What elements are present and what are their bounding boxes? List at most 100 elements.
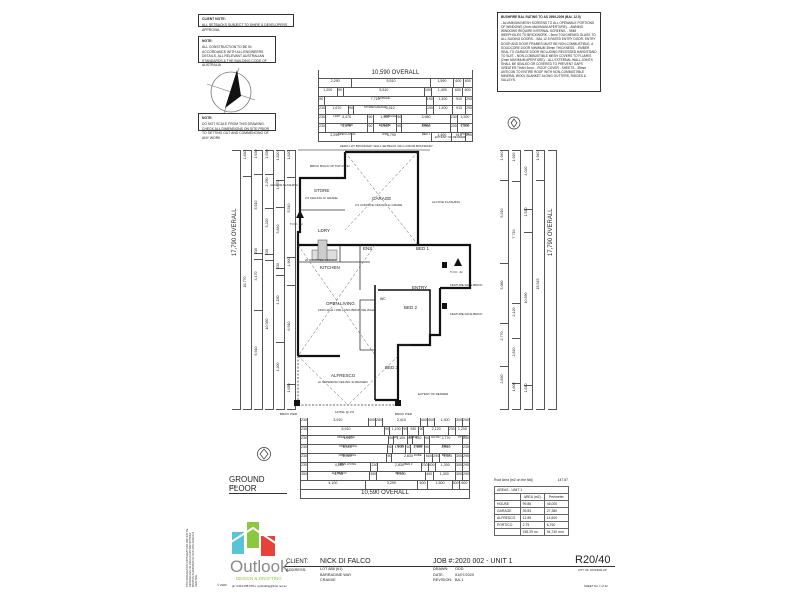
dimension-row: 10,590 OVERALL: [300, 490, 470, 499]
dimension-segment: 5,510: [351, 79, 430, 87]
alfresco-ceiling-note: 2c SUPERIOR CEILING 3c BRASED: [318, 380, 368, 384]
dimension-segment: 90: [336, 88, 343, 96]
dimension-segment: 290: [462, 472, 470, 480]
dimension-value: 1,100: [394, 445, 404, 449]
dimension-segment: 90: [386, 454, 391, 462]
room-label-laundry: LDRY: [318, 228, 330, 233]
dimension-value: 7,710: [370, 97, 380, 101]
date-label: DATE:: [433, 572, 444, 577]
dimension-room-label: OPEN LIVING: [338, 462, 357, 466]
dimension-room-label: OPEN LIVING: [338, 453, 357, 457]
dimension-value: 1,400: [438, 97, 448, 101]
dimension-room-label: LDRY: [333, 114, 341, 118]
dimension-segment: 6,910: [254, 309, 262, 410]
address: LOT 888 (#1) BARRADINE WAY CRAIGIE: [320, 567, 351, 584]
dimension-value: 930: [410, 427, 417, 431]
dimension-value: 90: [389, 436, 394, 440]
dimension-room-label: BED 2: [441, 453, 451, 457]
dimension-value: 6,910: [342, 445, 352, 449]
dimension-value: 290: [466, 133, 472, 137]
dimension-value: 190: [426, 97, 433, 101]
dimension-value: 230: [463, 436, 469, 440]
dimension-room-label: KITCHEN: [340, 123, 353, 127]
address-label: ADDRESS:: [286, 567, 307, 572]
dimension-segment: 230: [300, 454, 307, 462]
areas-cell: 14,600: [543, 514, 570, 522]
dimension-value: 90: [319, 97, 324, 101]
dimension-value: 2,290: [330, 133, 340, 137]
dimension-segment: 300: [455, 472, 462, 480]
dimension-value: 230: [450, 115, 457, 119]
dimension-segment: 90: [347, 106, 354, 114]
dimension-value: 1,300: [440, 463, 450, 467]
dimension-segment: 2,770: [500, 323, 508, 365]
compass-marker-icon: [507, 116, 521, 130]
dimension-value: 3,980: [421, 115, 431, 119]
dimension-segment: 2,410: [381, 418, 420, 426]
client-note-text: ALL SETBACKS SUBJECT TO SHIRE & DEVELOPE…: [202, 23, 288, 32]
copyright-text: THIS DOCUMENT IS COPYRIGHT AND MAY NOT B…: [186, 528, 198, 587]
dimension-value: 2,410: [396, 418, 406, 422]
dimension-value: 2,770: [441, 436, 451, 440]
dimension-value: 290: [466, 97, 472, 101]
scale-note-text: DO NOT SCALE FROM THIS DRAWING. CHECK AL…: [202, 122, 270, 140]
areas-cell: 99.86: [519, 500, 545, 508]
dimension-room-label: BED 3: [404, 462, 413, 466]
job-number: 2020 002 - UNIT 1: [455, 558, 513, 565]
dimension-segment: 1,400: [432, 97, 452, 105]
dimension-value: 2,900: [396, 472, 406, 476]
dimension-segment: 2,290: [265, 174, 273, 208]
dimension-value: 4,100: [328, 481, 338, 485]
bushfire-note-text: - ALUMINIUM MESH SCREENS TO ALL OPENABLE…: [501, 21, 597, 83]
dimension-segment: 90: [367, 115, 372, 123]
dimension-value: 1,100: [391, 427, 401, 431]
dimension-segment: 90: [384, 427, 389, 435]
drawing-info: DRAWN:ODD DATE:01/07/2020 REVISION:BA-1: [433, 567, 474, 584]
dimension-segment: 230: [300, 418, 307, 426]
dimension-value: 1,200: [460, 115, 470, 119]
dimension-segment: 2,290: [318, 133, 351, 141]
dimension-value: 930: [415, 436, 422, 440]
dimension-segment: 1,400: [431, 133, 451, 141]
areas-header-cell: AREA (m2): [519, 493, 545, 501]
dimension-segment: 290: [465, 97, 473, 105]
dimension-segment: 230: [447, 427, 455, 435]
dimension-segment: 3,220: [265, 207, 273, 255]
dimension-value: 4,180: [334, 463, 344, 467]
dimension-value: 10,590 OVERALL: [371, 70, 420, 76]
compass-marker-icon: [257, 447, 271, 461]
dimension-value: 600: [455, 79, 462, 83]
client-note: CLIENT NOTE: ALL SETBACKS SUBJECT TO SHI…: [198, 14, 294, 32]
dimension-segment: 4,200: [276, 341, 284, 411]
room-label-entry: ENTRY: [412, 285, 428, 290]
dimension-value: 6,910: [342, 454, 352, 458]
dimension-value: 400: [368, 418, 375, 422]
dimension-segment: 600: [462, 88, 473, 96]
areas-cell: ALFRESCO: [494, 514, 521, 522]
dimension-value: 90: [338, 88, 343, 92]
dimension-segment: 3,290: [364, 481, 417, 489]
dimension-segment: 90: [396, 115, 401, 123]
scale-note-title: NOTE:: [202, 116, 213, 120]
room-label-alfresco: ALFRESCO: [331, 373, 356, 378]
dimension-value: 300: [456, 463, 462, 467]
areas-cell: 2.75: [519, 521, 545, 529]
dimension-value: 3,715: [334, 472, 344, 476]
dimension-segment: 90: [423, 445, 429, 453]
dimension-segment: 3,910: [307, 418, 368, 426]
dimension-room-label: OPEN LIVING: [339, 444, 357, 448]
dimension-value: 90: [403, 427, 408, 431]
dimension-value: 1,200: [460, 124, 470, 128]
dimension-segment: 1,300: [432, 472, 455, 480]
dimension-value: 300: [452, 481, 459, 485]
